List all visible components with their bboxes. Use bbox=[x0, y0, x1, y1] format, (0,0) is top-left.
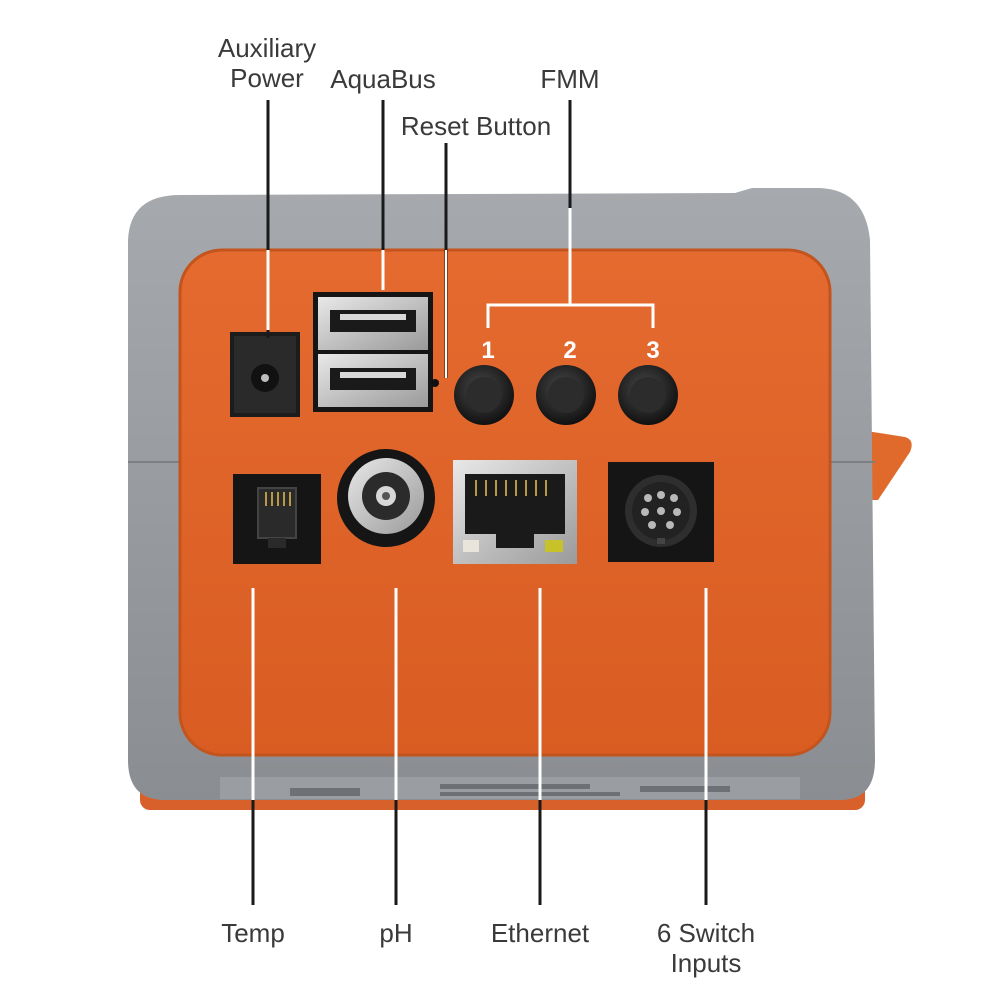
ethernet-port bbox=[453, 460, 577, 564]
temp-label: Temp bbox=[221, 918, 285, 948]
fmm-port-3: 3 bbox=[646, 337, 659, 364]
fmm-label: FMM bbox=[540, 64, 600, 94]
auxiliary-power-label-line2: Power bbox=[230, 63, 304, 93]
fmm-bracket bbox=[266, 208, 655, 378]
ph-label: pH bbox=[379, 918, 413, 948]
aquabus-ports bbox=[313, 292, 439, 412]
ph-port bbox=[337, 449, 435, 547]
fmm-port-1: 1 bbox=[481, 337, 494, 364]
fmm-port-2: 2 bbox=[563, 337, 576, 364]
auxiliary-power-label-line1: Auxiliary bbox=[217, 33, 317, 63]
switch-inputs-label: 6 Switch Inputs bbox=[641, 918, 771, 978]
switch-inputs-label-line1: 6 Switch bbox=[656, 918, 756, 948]
fmm-port-numbers: 1 2 3 bbox=[481, 337, 659, 364]
temp-port bbox=[233, 474, 321, 564]
reset-button-label: Reset Button bbox=[400, 111, 552, 141]
switch-inputs-label-line2: Inputs bbox=[670, 948, 742, 978]
aquabus-label: AquaBus bbox=[330, 64, 436, 94]
ethernet-label: Ethernet bbox=[490, 918, 590, 948]
auxiliary-power-label: Auxiliary Power bbox=[212, 33, 322, 93]
switch-inputs-port bbox=[608, 462, 714, 562]
fmm-ports bbox=[454, 365, 678, 425]
auxiliary-power-jack bbox=[230, 332, 300, 417]
bottom-leader-lines bbox=[251, 588, 708, 905]
